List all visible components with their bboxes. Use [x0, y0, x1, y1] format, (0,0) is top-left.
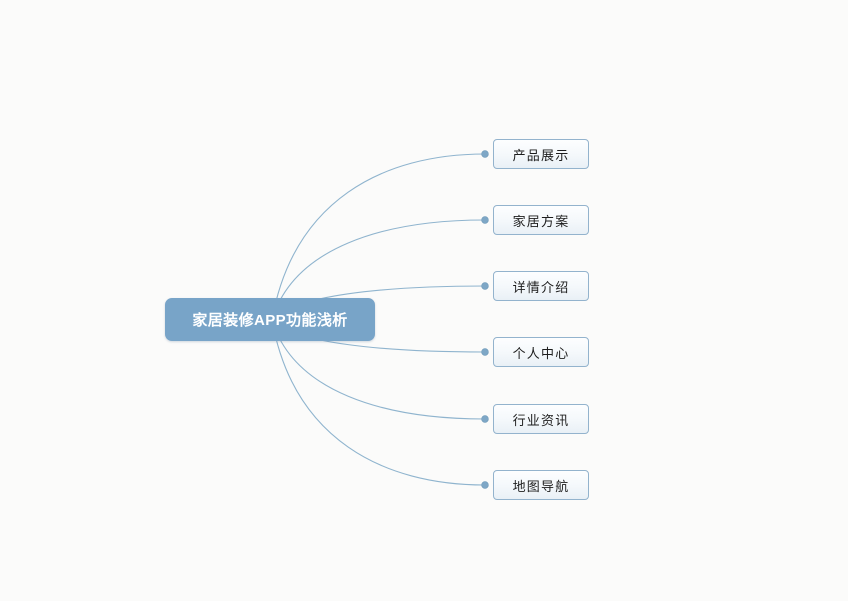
connector-curve	[271, 153, 486, 321]
connector-dot[interactable]	[481, 282, 489, 290]
leaf-node-label: 行业资讯	[512, 412, 570, 428]
connector-dot[interactable]	[481, 415, 489, 423]
connector-dot[interactable]	[481, 348, 489, 356]
connector-curve	[271, 319, 486, 486]
root-node[interactable]: 家居装修APP功能浅析	[165, 298, 375, 341]
leaf-node[interactable]: 详情介绍	[493, 271, 589, 301]
leaf-node-label: 地图导航	[512, 478, 570, 494]
leaf-node[interactable]: 个人中心	[493, 337, 589, 367]
leaf-node-label: 家居方案	[512, 213, 570, 229]
connector-dot[interactable]	[481, 481, 489, 489]
leaf-node-label: 个人中心	[512, 345, 570, 361]
leaf-node[interactable]: 产品展示	[493, 139, 589, 169]
connector-dot[interactable]	[481, 216, 489, 224]
root-node-label: 家居装修APP功能浅析	[192, 312, 348, 329]
leaf-node[interactable]: 家居方案	[493, 205, 589, 235]
leaf-node[interactable]: 地图导航	[493, 470, 589, 500]
connector-dot[interactable]	[481, 150, 489, 158]
leaf-node-label: 产品展示	[512, 147, 570, 163]
leaf-node[interactable]: 行业资讯	[493, 404, 589, 434]
leaf-node-label: 详情介绍	[512, 279, 570, 295]
